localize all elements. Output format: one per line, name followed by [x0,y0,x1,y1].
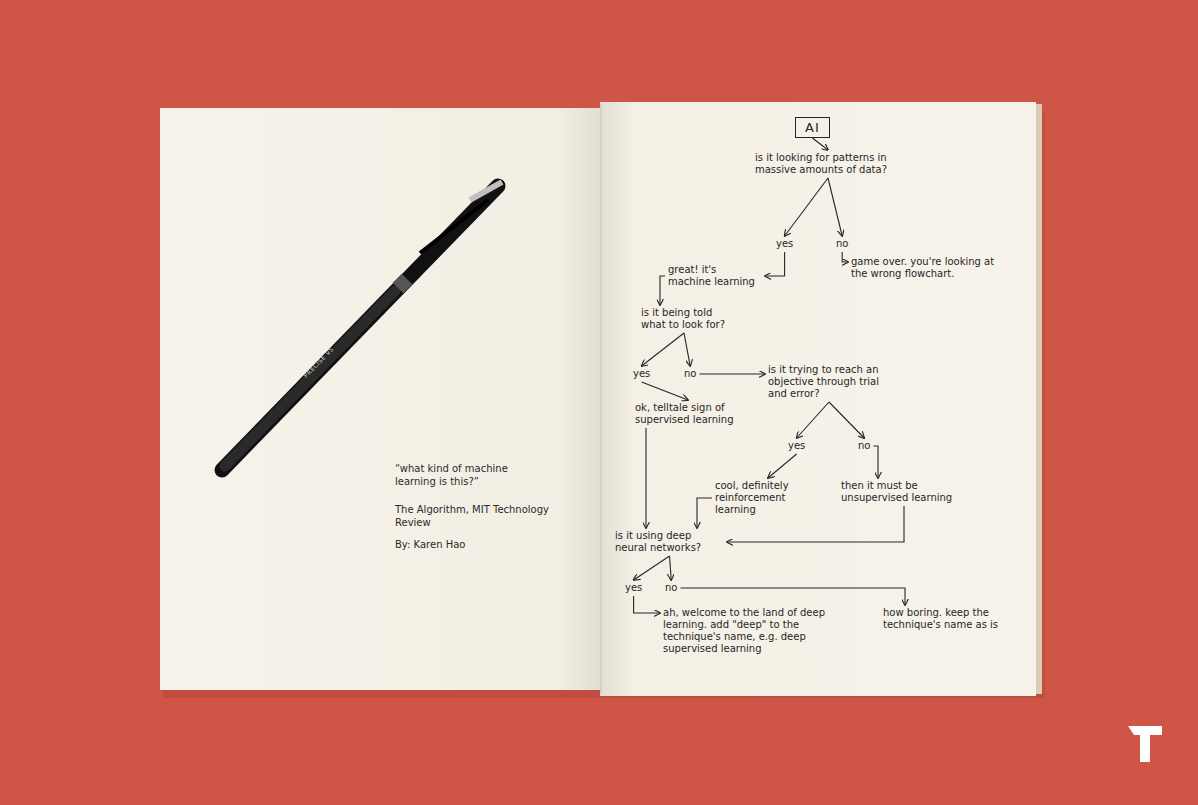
flow-arrow [660,276,665,305]
decision-text: is it looking for patterns in massive am… [752,150,904,178]
start-box: AI [795,117,830,138]
node-text: yes [788,440,805,452]
node-text: is it trying to reach an objective throu… [768,364,890,400]
flow-arrow [785,178,828,236]
flow-arrow [670,556,672,580]
node-text: no [665,582,677,594]
result-text: game over. you're looking at the wrong f… [848,254,1013,282]
decision-text: is it using deep neural networks? [612,528,727,556]
result-text: ok, telltale sign of supervised learning [632,400,744,428]
flow-arrow [634,556,670,580]
flow-arrow [700,373,766,374]
answer-label: yes [630,366,653,382]
flow-arrow [681,588,906,605]
node-text: no [684,368,696,380]
flow-arrow [828,178,842,236]
flow-arrow [634,596,660,613]
flow-arrow [797,402,829,438]
node-text: great! it's machine learning [668,264,762,288]
answer-label: yes [622,580,645,596]
node-text: no [858,440,870,452]
node-text: yes [776,238,793,250]
flow-arrow [765,252,785,276]
answer-label: no [681,366,699,382]
node-text: is it looking for patterns in massive am… [755,152,901,176]
source-note: The Algorithm, MIT Technology Review [395,503,555,529]
node-text: then it must be unsupervised learning [841,480,967,504]
flow-arrow [768,454,797,478]
flow-arrow [829,402,864,438]
flow-arrow [642,382,688,400]
result-text: then it must be unsupervised learning [838,478,970,506]
result-text: how boring. keep the technique's name as… [880,605,1030,633]
node-text: ok, telltale sign of supervised learning [635,402,741,426]
node-text: ah, welcome to the land of deep learning… [663,607,847,655]
decision-text: is it being told what to look for? [638,305,730,333]
node-text: AI [805,120,820,135]
pen [222,182,502,470]
flow-arrow [874,446,879,478]
flow-arrow [812,138,828,150]
flow-arrow [645,428,646,528]
left-page [160,108,602,690]
pen-brand: PRECISE V5 [302,345,335,379]
node-text: cool, definitely reinforcement learning [715,480,821,516]
answer-label: no [855,438,873,454]
answer-label: no [833,236,851,252]
title-note: “what kind of machine learning is this?” [395,462,545,488]
node-text: yes [633,368,650,380]
flow-arrow [842,252,848,262]
flow-arrow [684,333,690,366]
node-text: is it being told what to look for? [641,307,727,331]
answer-label: no [662,580,680,596]
answer-label: yes [773,236,796,252]
right-page [600,102,1036,696]
author-note: By: Karen Hao [395,538,545,551]
node-text: yes [625,582,642,594]
result-text: great! it's machine learning [665,262,765,290]
publisher-logo [1128,726,1162,762]
flow-arrow [697,498,712,528]
spine [600,104,602,694]
node-text: no [836,238,848,250]
answer-label: yes [785,438,808,454]
result-text: cool, definitely reinforcement learning [712,478,824,518]
flow-arrow [642,333,684,366]
node-text: game over. you're looking at the wrong f… [851,256,1010,280]
decision-text: is it trying to reach an objective throu… [765,362,893,402]
node-text: how boring. keep the technique's name as… [883,607,1027,631]
result-text: ah, welcome to the land of deep learning… [660,605,850,657]
node-text: is it using deep neural networks? [615,530,724,554]
